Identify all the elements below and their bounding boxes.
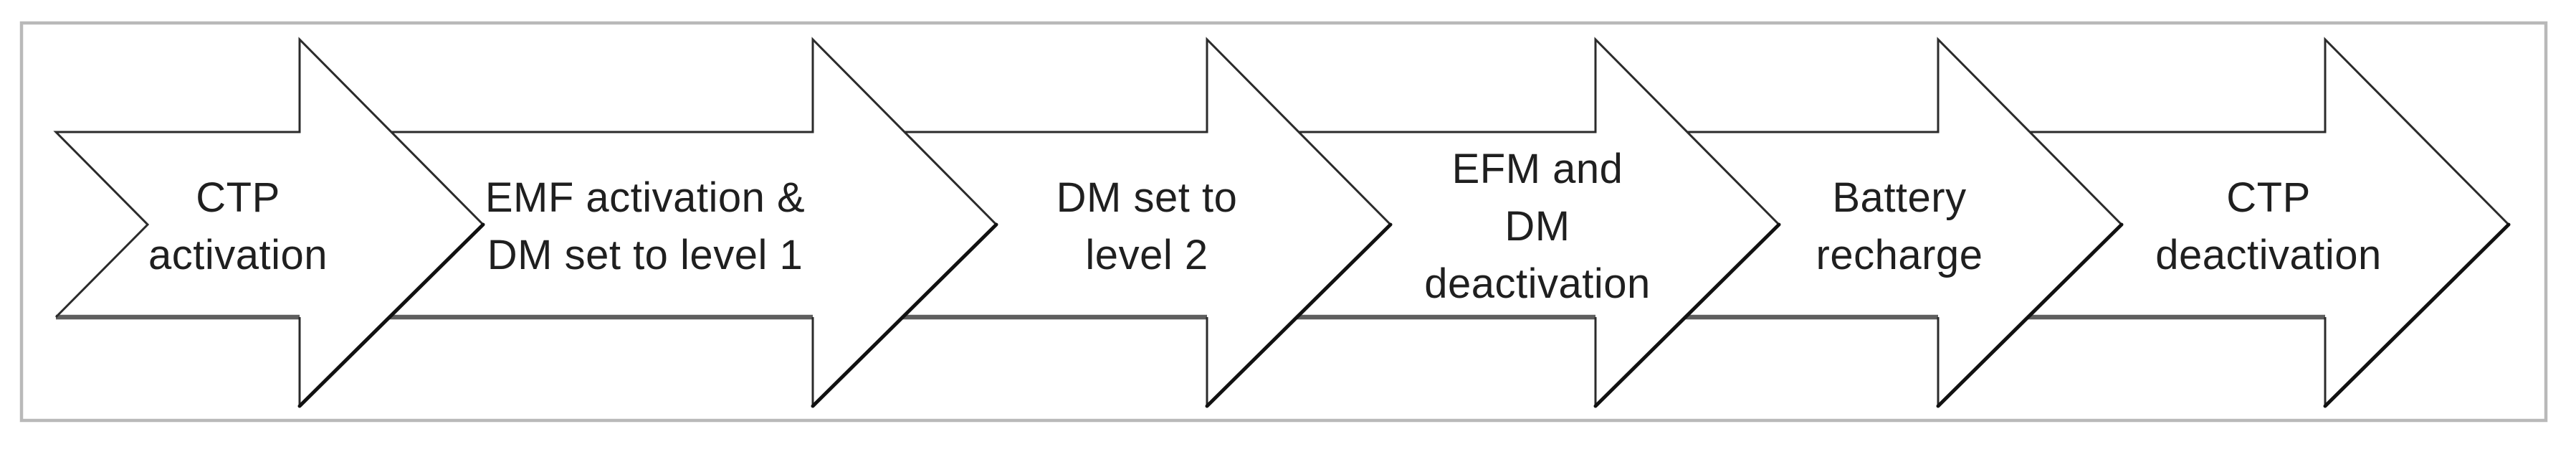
arrow-shape — [1226, 39, 1779, 406]
arrow-head-lower-edge — [297, 222, 485, 408]
arrow-outline — [53, 37, 485, 406]
step-label-3: DM set to level 2 — [1056, 174, 1238, 278]
step-label-line: deactivation — [1424, 260, 1651, 307]
step-label-6: CTP deactivation — [2155, 174, 2382, 278]
step-label-line: recharge — [1816, 232, 1983, 278]
arrow-head-lower-edge — [2323, 222, 2511, 408]
step-label-1: CTP activation — [148, 174, 328, 278]
arrow-shape — [1957, 39, 2509, 406]
step-label-line: Battery — [1832, 174, 1966, 221]
step-label-line: deactivation — [2155, 232, 2382, 278]
step-label-line: EFM and — [1452, 146, 1623, 192]
process-step-arrow-2 — [315, 37, 998, 408]
step-label-line: CTP — [2226, 174, 2311, 221]
arrow-head-lower-edge — [1936, 222, 2124, 408]
arrow-head-lower-edge — [1593, 222, 1781, 408]
step-label-line: DM set to — [1056, 174, 1238, 221]
step-label-line: EMF activation & — [485, 174, 805, 221]
process-step-arrow-1 — [53, 37, 485, 408]
arrow-shape — [318, 39, 996, 406]
arrow-head-lower-edge — [811, 222, 998, 408]
arrow-shape — [1614, 39, 2122, 406]
step-label-line: CTP — [196, 174, 280, 221]
step-label-line: DM set to level 1 — [487, 232, 803, 278]
step-label-line: level 2 — [1085, 232, 1208, 278]
arrow-shape — [831, 39, 1390, 406]
arrow-shape — [56, 39, 483, 406]
step-label-2: EMF activation & DM set to level 1 — [485, 174, 805, 278]
arrow-head-lower-edge — [1205, 222, 1393, 408]
step-label-line: activation — [148, 232, 328, 278]
step-label-5: Battery recharge — [1816, 174, 1983, 278]
step-label-line: DM — [1504, 203, 1570, 250]
